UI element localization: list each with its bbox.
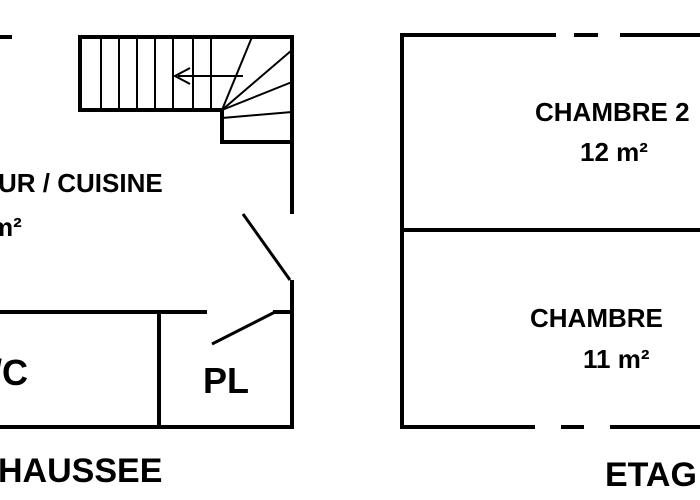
room-label-chambre2: CHAMBRE 2 <box>535 97 690 127</box>
floor-label-upper: ETAG <box>605 456 697 494</box>
room-area-chambre1: 11 m² <box>583 344 650 374</box>
floor-label-ground: HAUSSEE <box>0 452 162 490</box>
stair-winder <box>221 81 293 111</box>
stair-arrow-head <box>172 67 191 85</box>
stair-winder <box>221 49 293 111</box>
stair-winder <box>221 36 253 111</box>
room-label-wc: /C <box>0 352 28 393</box>
room-area-sejour: m² <box>0 212 22 242</box>
room-label-sejour: UR / CUISINE <box>0 168 163 198</box>
upper-floor-plan: CHAMBRE 2 12 m² CHAMBRE 11 m² ETAG <box>400 33 700 494</box>
stair-winder <box>221 111 293 119</box>
room-area-chambre2: 12 m² <box>580 137 648 167</box>
gf-pl-door <box>211 310 276 346</box>
room-label-pl: PL <box>203 360 249 401</box>
room-label-chambre1: CHAMBRE <box>530 303 663 333</box>
gf-entry-door <box>241 213 292 281</box>
ground-floor-plan: UR / CUISINE m² /C PL HAUSSEE <box>0 35 294 490</box>
staircase <box>78 35 294 144</box>
